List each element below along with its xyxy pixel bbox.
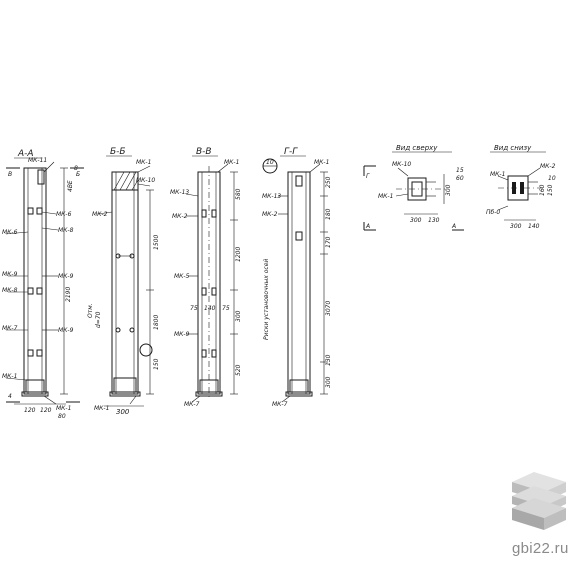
dimension: 140 [204,305,216,312]
section-title: В-В [196,147,212,157]
dimension: 15 [456,167,464,174]
part-label: МК-1 [56,405,71,412]
section-v-v: В-В МК-1 МК-13 МК-2 МК-5 МК-9 МК-7 [170,147,242,408]
view-from-top: Вид сверху Г А А МК-10 МК-1 300 130 300 … [363,144,464,231]
view-title: Вид снизу [494,144,532,152]
part-label: МК-7 [272,401,288,408]
dimension: 300 [510,223,522,230]
dimension: 300 [235,310,242,322]
dimension: 160 [539,184,546,196]
dimension: 1800 [153,315,160,330]
view-letter: А [451,223,456,230]
section-b-b: Б-Б МК-1 МК-10 МК-2 МК-1 1500 1 [87,147,160,416]
dimension: 80 [58,413,66,420]
part-label: МК-2 [172,213,188,220]
axis-note: Риски установочных осей [263,259,270,340]
part-label: МК-1 [314,159,329,166]
section-g-g: Г-Г 10 МК-1 МК-13 МК-2 МК-7 Риски устано… [262,147,332,408]
dimension: 300 [410,217,422,224]
part-label: МК-13 [170,189,189,196]
part-label: МК-11 [28,157,47,164]
view-letter: Г [366,173,370,180]
part-label: МК-7 [184,401,200,408]
section-title: А-А [17,149,34,159]
dimension: 520 [235,364,242,376]
dimension: 4ВЕ [67,180,74,192]
dimension: 300 [445,184,452,196]
part-label: МК-9 [58,327,74,334]
part-label: МК-1 [378,193,393,200]
dimension: 1500 [153,235,160,250]
dimension: 120 [40,407,52,414]
dimension: 170 [325,236,332,248]
part-label: МК-10 [392,161,411,168]
dimension: 130 [325,354,332,366]
dimension: 3070 [325,301,332,316]
dimension: 2190 [65,287,72,302]
elevation-mark: Отм. [87,303,94,318]
dimension: 120 [24,407,36,414]
site-watermark: gbi22.ru [512,540,569,557]
part-label: МК-1 [94,405,109,412]
elevation-mark: d=70 [95,311,102,328]
part-label: МК-1 [490,171,505,178]
cut-letter: Б [76,171,80,178]
dimension: 150 [153,358,160,370]
dimension: 1200 [235,247,242,262]
dimension: 130 [428,217,440,224]
part-label: МК-8 [58,227,74,234]
part-label: МК-7 [2,325,18,332]
part-label: МК-2 [540,163,556,170]
dimension: 150 [547,184,554,196]
section-a-a: А-А В Б МК-11 МК-6 МК-6 МК-8 МК-9 [2,149,84,420]
part-label: МК-1 [2,373,17,380]
section-title: Г-Г [284,147,298,157]
view-title: Вид сверху [396,144,438,152]
part-label: МК-9 [58,273,74,280]
part-label: МК-9 [174,331,190,338]
dimension: 300 [325,376,332,388]
part-label: МК-6 [2,229,18,236]
dimension: 10 [548,175,556,182]
part-label: МК-13 [262,193,281,200]
part-label: МК-5 [174,273,190,280]
dimension: 300 [116,408,130,416]
dimension: 4 [8,393,12,400]
view-letter: А [365,223,370,230]
dimension: 60 [456,175,464,182]
part-label: МК-1 [136,159,151,166]
dimension: 250 [325,176,332,188]
cut-letter: В [8,171,12,178]
part-label: МК-1 [224,159,239,166]
part-label: МК-8 [2,287,18,294]
dimension: 8 [74,165,78,172]
section-title: Б-Б [110,147,126,157]
view-from-bottom: Вид снизу МК-1 МК-2 Пб-0 300 140 160 150… [486,144,556,230]
dimension: 75 [190,305,198,312]
dimension: 75 [222,305,230,312]
part-label: Пб-0 [486,209,500,216]
section-mark: 10 [266,159,274,166]
part-label: МК-10 [136,177,155,184]
stacked-blocks-logo-icon [512,472,566,530]
part-label: МК-2 [262,211,278,218]
part-label: МК-9 [2,271,18,278]
dimension: 180 [325,208,332,220]
dimension: 140 [528,223,540,230]
part-label: МК-2 [92,211,108,218]
dimension: 580 [235,188,242,200]
